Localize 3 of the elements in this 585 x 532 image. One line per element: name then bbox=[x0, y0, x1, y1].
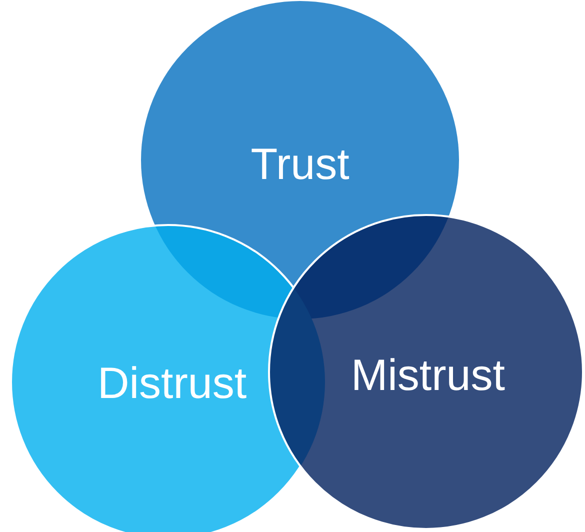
set-label: Distrust bbox=[97, 359, 247, 409]
set-label: Mistrust bbox=[351, 351, 505, 401]
set-label: Trust bbox=[250, 140, 350, 190]
